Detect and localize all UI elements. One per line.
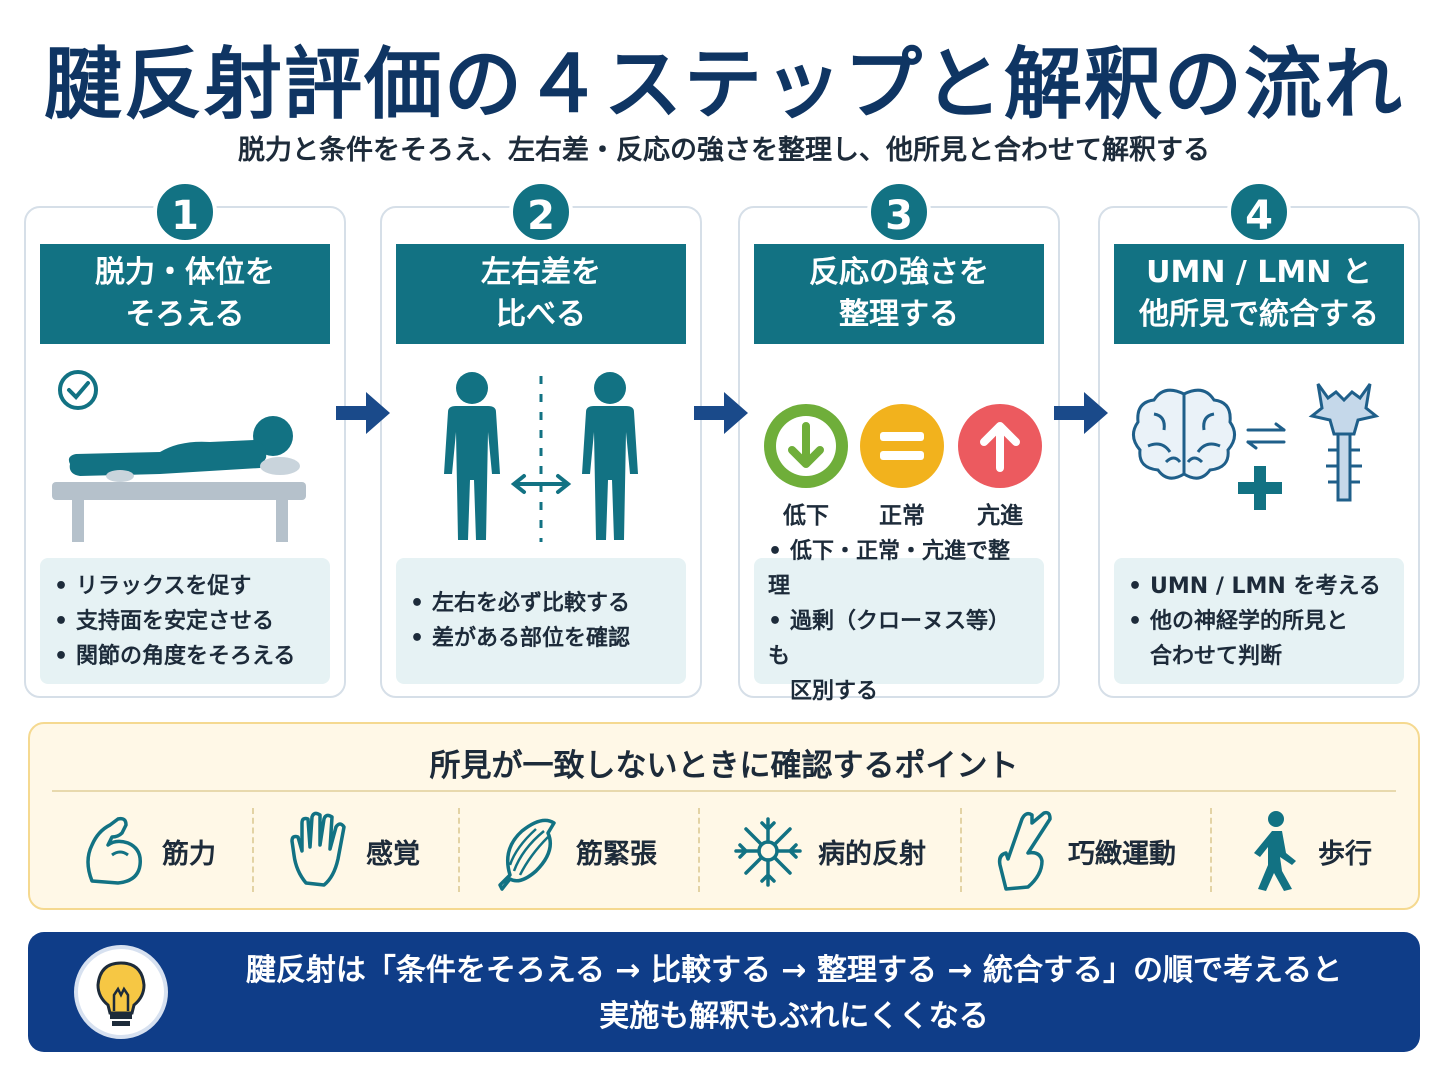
- step-card-2: 2 左右差を 比べる •左右を必ず比較する •差がある部位を確認: [380, 180, 702, 698]
- step-title-line2: そろえる: [125, 297, 245, 332]
- treatment-table-icon: [52, 482, 306, 542]
- patient-figure-icon: [68, 416, 300, 482]
- step-header-3: 反応の強さを 整理する: [754, 244, 1044, 344]
- level-label-normal: 正常: [879, 503, 925, 529]
- summary-line2: 実施も解釈もぶれにくくなる: [599, 999, 989, 1034]
- check-item-gait: 歩行: [1242, 808, 1372, 894]
- level-label-high: 亢進: [977, 503, 1023, 529]
- step-header-1: 脱力・体位を そろえる: [40, 244, 330, 344]
- plus-icon: [1238, 466, 1282, 510]
- right-arrow-icon: [694, 392, 748, 434]
- check-points-title: 所見が一致しないときに確認するポイント: [429, 748, 1019, 784]
- right-arrow-icon: [336, 392, 390, 434]
- bullet-item: •リラックスを促す: [54, 573, 252, 599]
- divider: [1210, 808, 1212, 892]
- spinal-cord-icon: [1308, 383, 1380, 502]
- divider: [698, 808, 700, 892]
- divider: [458, 808, 460, 892]
- pointing-hand-icon: [997, 810, 1052, 891]
- level-label-low: 低下: [783, 503, 829, 529]
- bidirectional-arrow-icon: [1246, 422, 1286, 450]
- bullet-item: •差がある部位を確認: [410, 626, 631, 651]
- bullet-item: •過剰（クローヌス等）も: [768, 608, 1011, 669]
- step-title-line1: 左右差を: [481, 255, 601, 290]
- summary-line1: 腱反射は「条件をそろえる → 比較する → 整理する → 統合する」の順で考える…: [245, 953, 1343, 988]
- equal-icon: [860, 404, 944, 488]
- walking-person-icon: [1254, 811, 1296, 891]
- step-header-4: UMN / LMN と 他所見で統合する: [1114, 244, 1404, 344]
- check-item-tone: 筋緊張: [492, 808, 657, 894]
- summary-text: 腱反射は「条件をそろえる → 比較する → 整理する → 統合する」の順で考える…: [188, 948, 1400, 1040]
- step-title-line1: 反応の強さを: [809, 255, 989, 290]
- page-subtitle: 脱力と条件をそろえ、左右差・反応の強さを整理し、他所見と合わせて解釈する: [238, 135, 1210, 166]
- check-item-sensation: 感覚: [286, 808, 420, 894]
- check-label: 病的反射: [818, 838, 926, 870]
- step-card-4: 4 UMN / LMN と 他所見で統合する: [1098, 180, 1420, 698]
- compare-sides-illustration: [396, 354, 686, 554]
- bullet-continuation: 合わせて判断: [1150, 643, 1283, 669]
- step-title-line2: 他所見で統合する: [1139, 297, 1379, 332]
- up-arrow-icon: [958, 404, 1042, 488]
- flexed-arm-icon: [86, 816, 142, 885]
- step-bullets-1: •リラックスを促す •支持面を安定させる •関節の角度をそろえる: [40, 558, 330, 684]
- divider: [52, 790, 1396, 792]
- lying-patient-illustration: [40, 354, 330, 554]
- double-arrow-icon: [510, 474, 572, 494]
- bullet-item: •他の神経学的所見と: [1128, 608, 1349, 634]
- brain-icon: [1132, 388, 1236, 480]
- right-arrow-icon: [1054, 392, 1108, 434]
- check-points-panel: 所見が一致しないときに確認するポイント 筋力 感覚 筋緊張: [28, 722, 1420, 910]
- divider: [960, 808, 962, 892]
- down-arrow-icon: [764, 404, 848, 488]
- check-label: 感覚: [366, 838, 420, 870]
- step-bullets-3: •低下・正常・亢進で整理 •過剰（クローヌス等）も 区別する: [754, 539, 1044, 704]
- bullet-item: •UMN / LMN を考える: [1128, 573, 1381, 599]
- person-left-icon: [444, 372, 500, 540]
- divider: [252, 808, 254, 892]
- check-label: 筋力: [162, 838, 216, 870]
- check-item-strength: 筋力: [78, 808, 216, 894]
- bullet-item: •支持面を安定させる: [54, 608, 275, 634]
- hand-icon: [290, 811, 346, 887]
- check-item-fine-motor: 巧緻運動: [992, 808, 1176, 894]
- step-bullets-2: •左右を必ず比較する •差がある部位を確認: [396, 558, 686, 684]
- step-title-line2: 比べる: [496, 297, 586, 332]
- check-label: 筋緊張: [576, 838, 657, 870]
- summary-banner: 腱反射は「条件をそろえる → 比較する → 整理する → 統合する」の順で考える…: [28, 932, 1420, 1052]
- person-right-icon: [582, 372, 638, 540]
- bullet-item: •左右を必ず比較する: [410, 591, 631, 616]
- integration-illustration: [1114, 354, 1404, 554]
- step-bullets-4: •UMN / LMN を考える •他の神経学的所見と 合わせて判断: [1114, 558, 1404, 684]
- check-label: 歩行: [1318, 838, 1372, 870]
- check-item-pathologic-reflex: 病的反射: [730, 808, 926, 894]
- step-number-2: 2: [509, 180, 573, 244]
- step-card-3: 3 反応の強さを 整理する 低下 正常 亢進 •低下・正常・亢進で整理: [738, 180, 1060, 704]
- check-label: 巧緻運動: [1068, 838, 1176, 870]
- check-circle-icon: [58, 370, 98, 410]
- bullet-continuation: 区別する: [790, 678, 879, 704]
- reflex-levels-illustration: 低下 正常 亢進: [754, 354, 1044, 554]
- bullet-item: •低下・正常・亢進で整理: [768, 538, 1011, 599]
- lightbulb-icon: [74, 945, 168, 1039]
- step-number-4: 4: [1227, 180, 1291, 244]
- step-number-3: 3: [867, 180, 931, 244]
- step-number-1: 1: [153, 180, 217, 244]
- muscle-icon: [498, 818, 556, 891]
- bullet-item: •関節の角度をそろえる: [54, 643, 296, 669]
- step-title-line1: UMN / LMN と: [1146, 255, 1372, 290]
- step-title-line2: 整理する: [839, 297, 959, 332]
- step-header-2: 左右差を 比べる: [396, 244, 686, 344]
- neuron-icon: [734, 817, 802, 887]
- page-title: 腱反射評価の４ステップと解釈の流れ: [43, 40, 1404, 130]
- step-title-line1: 脱力・体位を: [95, 255, 275, 290]
- step-card-1: 1 脱力・体位を そろえる •リラックスを促す •支持面を安定させる: [24, 180, 346, 698]
